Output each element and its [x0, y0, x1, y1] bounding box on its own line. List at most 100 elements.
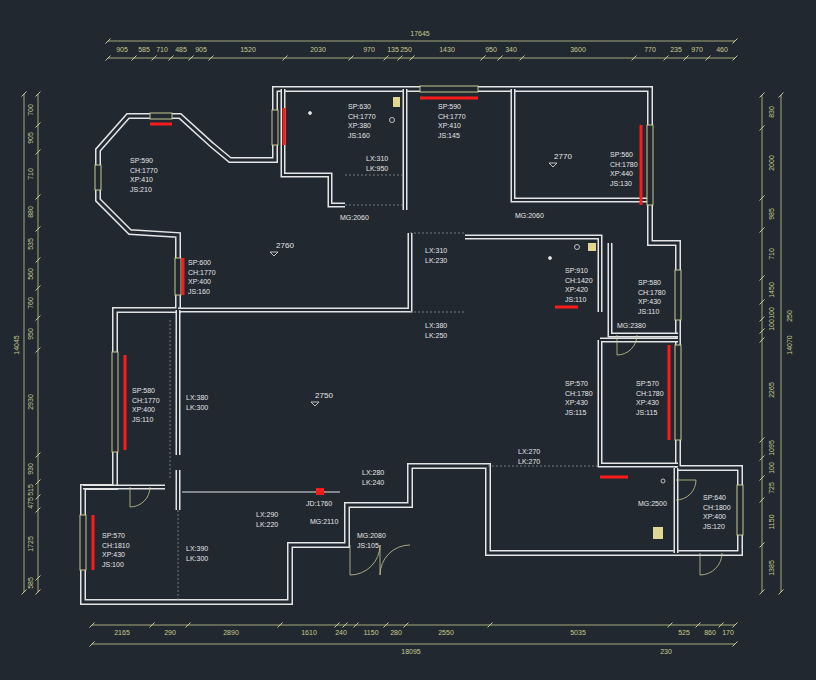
dimension-tick [36, 576, 41, 581]
opening-line [410, 233, 465, 234]
dimension-text: 760 [27, 297, 34, 309]
dimension-tick [398, 56, 403, 61]
sill-mark [182, 258, 185, 295]
elevation-text: 2750 [314, 392, 334, 400]
elevation-text: 2760 [275, 242, 295, 250]
room-annotation: CH:1780 [610, 160, 638, 167]
room-annotation: SP:590 [130, 157, 153, 164]
wall-core [675, 468, 677, 553]
sill-mark [420, 97, 478, 100]
dimension-tick [779, 93, 784, 98]
room-annotation: XP:430 [638, 298, 661, 305]
dimension-tick [410, 56, 415, 61]
wall-core [83, 486, 165, 488]
dimension-text: 905 [27, 132, 34, 144]
window [150, 113, 172, 119]
opening-line [345, 205, 405, 206]
wall [83, 485, 165, 490]
dimension-text: 250 [786, 310, 793, 322]
wall [283, 89, 345, 205]
dimension-text: 2890 [223, 629, 239, 636]
room-annotation: XP:430 [102, 551, 125, 558]
dimension-tick [150, 623, 155, 628]
dimension-text: 100 [768, 307, 775, 319]
room-annotation: CH:1780 [565, 389, 593, 396]
room-annotation: SP:560 [610, 151, 633, 158]
dimension-text: 135 [387, 46, 399, 53]
dimension-text: 970 [363, 46, 375, 53]
room-annotation: LK:950 [366, 164, 388, 171]
room-annotation: XP:400 [188, 278, 211, 285]
dimension-tick [36, 227, 41, 232]
dimension-line [781, 95, 782, 592]
dimension-text: 985 [768, 208, 775, 220]
wall-core [610, 243, 678, 335]
dimension-tick [733, 623, 738, 628]
dimension-tick [760, 329, 765, 334]
dimension-text: 280 [390, 629, 402, 636]
room-annotation: LK:250 [425, 331, 447, 338]
room-annotation: JS:115 [636, 408, 657, 415]
window [737, 485, 743, 535]
room-annotation: XP:400 [132, 406, 155, 413]
dimension-tick [36, 508, 41, 513]
room-annotation: SP:580 [132, 387, 155, 394]
dimension-text: 905 [116, 46, 128, 53]
dimension-text: 240 [335, 629, 347, 636]
room-annotation: JS:145 [438, 131, 460, 138]
fixture [661, 479, 665, 483]
room-annotation: LX:270 [518, 448, 540, 455]
dimension-text: 930 [27, 463, 34, 475]
dimension-text: 3600 [570, 46, 586, 53]
dimension-tick [760, 300, 765, 305]
dimension-text: 2000 [768, 155, 775, 171]
sill-mark [668, 345, 671, 440]
dimension-text: 1095 [768, 440, 775, 456]
opening-line [170, 320, 171, 480]
room-annotation: JS:110 [132, 415, 153, 422]
room-annotation: LX:280 [362, 469, 384, 476]
dimension-text: 14045 [13, 335, 20, 354]
dimension-text: 2930 [27, 394, 34, 410]
sill-mark [150, 123, 172, 126]
sill-mark [316, 488, 324, 495]
wall [178, 233, 410, 310]
room-annotation: SP:570 [636, 380, 659, 387]
room-annotation: LX:310 [425, 247, 447, 254]
door-swing [130, 487, 150, 507]
room-annotation: LX:310 [366, 155, 388, 162]
dimension-tick [36, 150, 41, 155]
dimension-text: 1385 [768, 560, 775, 576]
dimension-tick [404, 623, 409, 628]
dimension-text: 230 [660, 648, 672, 655]
opening-line [410, 312, 465, 313]
dimension-text: 170 [722, 629, 734, 636]
dimension-text: 290 [164, 629, 176, 636]
room-annotation: MG:2080 [357, 532, 386, 539]
window [112, 352, 118, 452]
level-mark [549, 163, 557, 167]
room-annotation: JS:110 [565, 295, 586, 302]
room-annotation: JS:115 [565, 408, 586, 415]
dimension-text: 100 [768, 319, 775, 331]
fixture [390, 118, 395, 123]
dimension-text: 18095 [401, 648, 420, 655]
dimension-tick [706, 56, 711, 61]
dimension-text: 2165 [114, 629, 130, 636]
wall-core [83, 89, 740, 602]
dimension-line [24, 94, 25, 592]
dimension-tick [733, 642, 738, 647]
dimension-text: 235 [670, 46, 682, 53]
dimension-text: 2550 [438, 629, 454, 636]
dimension-tick [283, 56, 288, 61]
level-mark [270, 252, 278, 256]
opening-line [178, 510, 179, 600]
dimension-text: 830 [768, 106, 775, 118]
wall-core [465, 237, 600, 312]
wall [465, 237, 600, 312]
dimension-tick [632, 56, 637, 61]
dimension-text: 725 [768, 482, 775, 494]
room-annotation: CH:1770 [132, 396, 160, 403]
room-annotation: JS:100 [102, 560, 124, 567]
wall-core [404, 89, 406, 210]
